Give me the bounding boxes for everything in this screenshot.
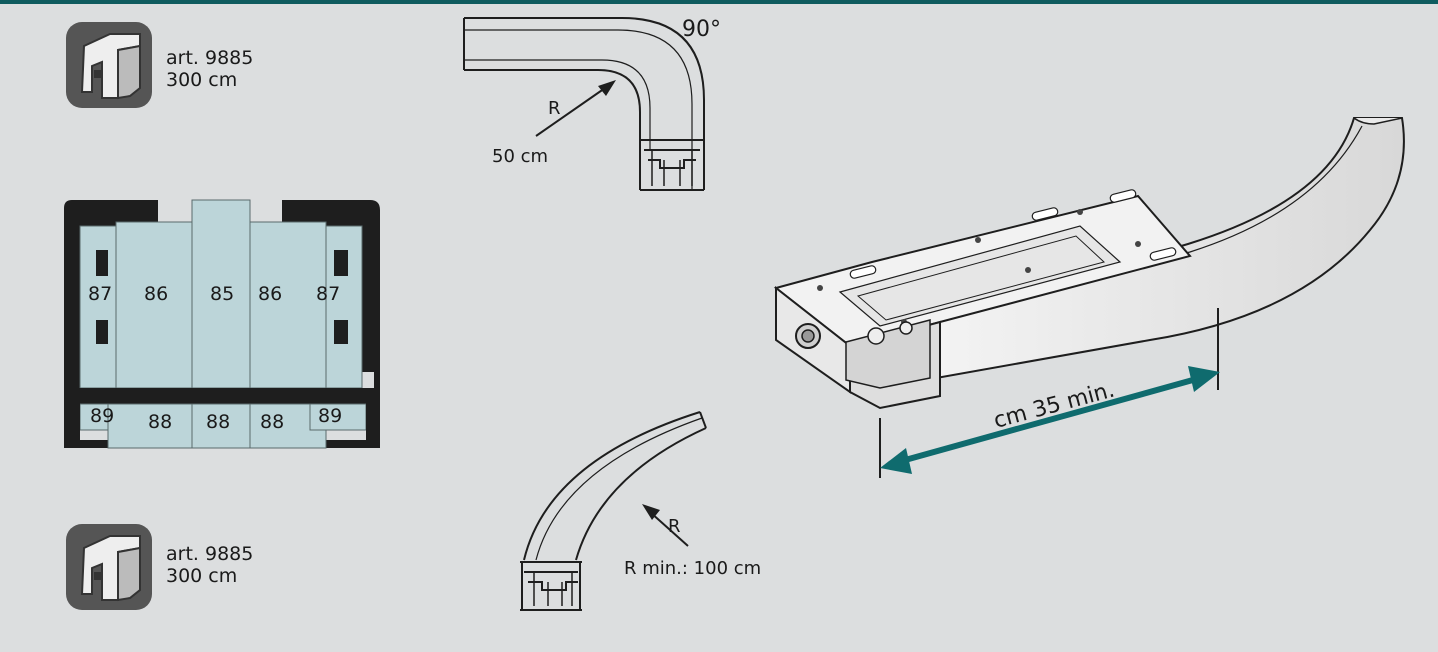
profile-cell-lower [309, 403, 367, 431]
profile-cell-lower [191, 403, 251, 449]
radius-arrow-head [642, 504, 660, 520]
article-length-bottom: 300 cm [166, 565, 237, 587]
rail-piece-icon [80, 33, 141, 99]
profile-cell-label: 87 [316, 283, 340, 305]
profile-cell-label: 85 [210, 283, 234, 305]
corner-angle-label: 90° [682, 17, 721, 42]
profile-cell-label: 86 [258, 283, 282, 305]
curve-radius-min: R min.: 100 cm [624, 558, 761, 579]
rail-body [870, 117, 1405, 390]
profile-cell-label: 88 [206, 411, 230, 433]
radius-arrow-line [649, 511, 689, 547]
rail-piece-icon [80, 535, 141, 601]
article-length-top: 300 cm [166, 69, 237, 91]
profile-cell-label: 89 [90, 405, 114, 427]
motor-on-rail [773, 117, 1405, 410]
profile-cell-label: 87 [88, 283, 112, 305]
radius-arrow-head [598, 80, 616, 96]
distance-label: cm 35 min. [991, 378, 1117, 434]
distance-arrow-head-left [880, 448, 912, 474]
profile-cell-label: 88 [260, 411, 284, 433]
diagram-svg: art. 9885 300 cm art. 9885 300 cm [64, 17, 1405, 611]
curved-rail [520, 411, 707, 611]
article-code-top: art. 9885 [166, 47, 253, 69]
article-icon-top [66, 22, 152, 108]
corner-radius-symbol: R [548, 98, 561, 119]
profile-cell-upper [249, 221, 327, 389]
curve-radius-symbol: R [668, 516, 681, 537]
article-icon-bottom [66, 524, 152, 610]
profile-cell-label: 89 [318, 405, 342, 427]
corner-bend-rail [463, 17, 705, 191]
article-code-bottom: art. 9885 [166, 543, 253, 565]
corner-radius-value: 50 cm [492, 146, 548, 167]
profile-cell-upper [115, 221, 193, 389]
profile-cell-label: 88 [148, 411, 172, 433]
radius-arrow-line [535, 85, 609, 137]
profile-cell-label: 86 [144, 283, 168, 305]
distance-arrow-head-right [1188, 366, 1220, 392]
profile-cross-section [64, 199, 380, 449]
distance-arrow [897, 375, 1201, 465]
